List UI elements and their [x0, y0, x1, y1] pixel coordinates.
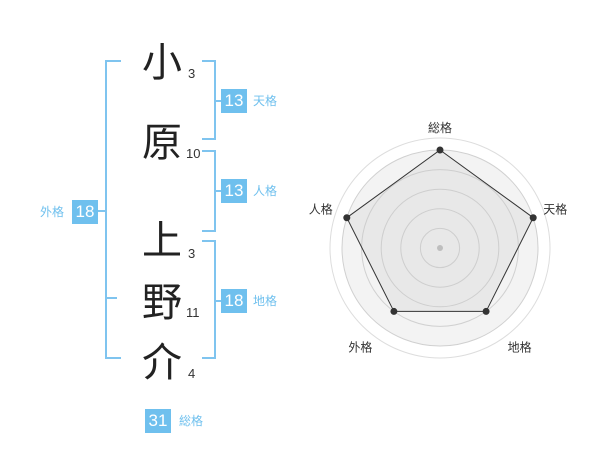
stroke-count-2: 10 — [186, 146, 201, 161]
stroke-count-4: 11 — [186, 305, 200, 320]
gaikaku-label: 外格 — [40, 205, 65, 219]
stroke-count-5: 4 — [188, 366, 196, 381]
gaikaku-badge: 18 — [72, 200, 98, 224]
radar-axis-label-1: 総格 — [428, 120, 452, 135]
radar-outer-ring — [329, 137, 551, 359]
radar-axis-label-4: 外格 — [348, 339, 372, 354]
radar-point-4 — [390, 307, 398, 315]
soukaku-badge: 31 — [145, 409, 171, 433]
gaikaku-bracket-tick — [105, 297, 117, 299]
radar-axis-label-2: 天格 — [543, 202, 567, 217]
jinkaku-connector — [216, 190, 222, 192]
radar-point-3 — [482, 307, 490, 315]
tenkaku-badge: 13 — [221, 89, 247, 113]
name-char-1: 小 — [142, 40, 182, 86]
radar-axis-label-5: 人格 — [309, 202, 333, 217]
jinkaku-bracket — [202, 150, 216, 232]
name-char-2: 原 — [142, 120, 182, 166]
jinkaku-label: 人格 — [253, 184, 278, 198]
radar-grid-ring — [380, 188, 500, 308]
stroke-count-3: 3 — [188, 246, 196, 261]
radar-axis-label-3: 地格 — [508, 339, 532, 354]
name-char-5: 介 — [142, 340, 182, 386]
chikaku-badge: 18 — [221, 289, 247, 313]
tenkaku-bracket — [202, 60, 216, 140]
radar-grid-ring — [400, 208, 480, 288]
chikaku-connector — [216, 300, 222, 302]
tenkaku-connector — [216, 100, 222, 102]
soukaku-label: 総格 — [179, 414, 204, 428]
radar-point-2 — [529, 214, 537, 222]
radar-center-dot — [437, 245, 443, 251]
chikaku-label: 地格 — [253, 294, 278, 308]
radar-point-5 — [343, 214, 351, 222]
radar-point-1 — [436, 146, 444, 154]
radar-grid-ring — [419, 227, 461, 269]
chikaku-bracket — [202, 240, 216, 359]
radar-data-polygon — [346, 149, 534, 312]
gaikaku-bracket — [105, 60, 121, 359]
gaikaku-connector — [98, 210, 106, 212]
stroke-count-1: 3 — [188, 66, 196, 81]
name-char-4: 野 — [142, 280, 182, 326]
tenkaku-label: 天格 — [253, 94, 278, 108]
jinkaku-badge: 13 — [221, 179, 247, 203]
name-char-3: 上 — [142, 218, 182, 264]
